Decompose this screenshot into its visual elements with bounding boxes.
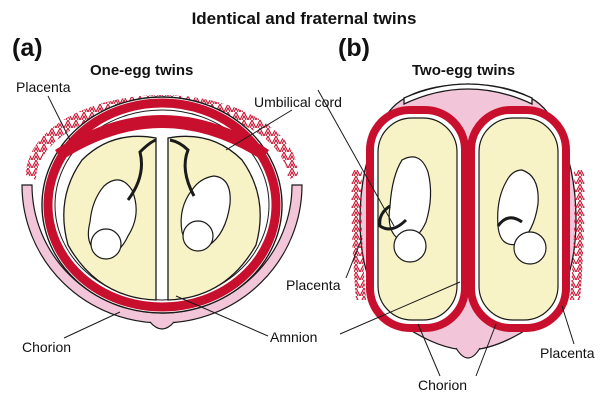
panel-a-illustration	[22, 95, 302, 338]
label-placenta-b-left: Placenta	[286, 278, 340, 292]
panel-b-letter: (b)	[338, 36, 370, 61]
label-placenta-b-right: Placenta	[540, 346, 594, 360]
figure-title: Identical and fraternal twins	[0, 10, 608, 27]
label-chorion-a: Chorion	[22, 340, 71, 354]
label-chorion-b: Chorion	[418, 378, 467, 392]
panel-b-subtitle: Two-egg twins	[412, 63, 515, 78]
label-amnion-a: Amnion	[270, 330, 317, 344]
label-umbilical-cord-a: Umbilical cord	[254, 95, 342, 109]
panel-b-illustration	[318, 84, 585, 376]
panel-a-subtitle: One-egg twins	[90, 63, 193, 78]
uterus-tip-a	[150, 322, 174, 329]
label-placenta-a: Placenta	[16, 80, 70, 94]
panel-a-letter: (a)	[12, 36, 43, 61]
uterus-tip-b	[456, 348, 480, 358]
